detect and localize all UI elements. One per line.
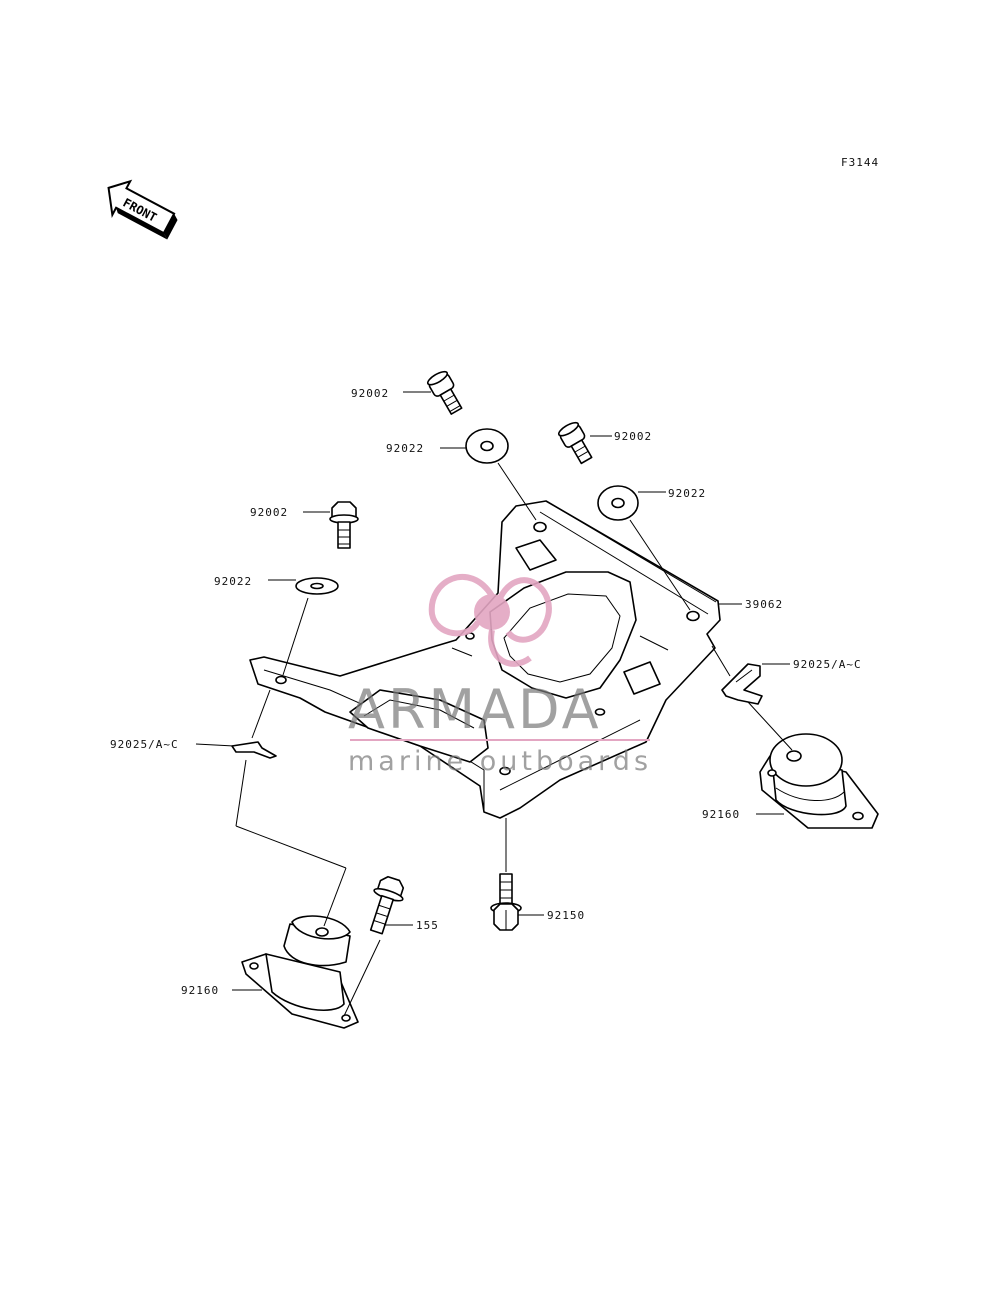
washer-92022-mid-left bbox=[295, 577, 339, 595]
label-mount-right: 92160 bbox=[702, 808, 740, 821]
leader-lines bbox=[195, 391, 793, 1017]
engine-mount-92160-left bbox=[241, 915, 359, 1029]
label-bolt-bottom: 92150 bbox=[547, 909, 585, 922]
bolt-155 bbox=[369, 875, 405, 935]
label-washer-mid-left: 92022 bbox=[214, 575, 252, 588]
bolt-92150 bbox=[490, 873, 522, 931]
watermark-tagline: marine outboards bbox=[348, 746, 652, 777]
bolt-92002-mid-left bbox=[329, 501, 359, 549]
washer-92022-top-right bbox=[597, 485, 639, 521]
front-arrow-icon: FRONT bbox=[107, 179, 178, 240]
clip-92025-right bbox=[721, 663, 763, 705]
bolt-92002-top-right bbox=[557, 421, 593, 465]
washer-92022-top-left bbox=[465, 428, 509, 464]
label-bolt-mid-left: 92002 bbox=[250, 506, 288, 519]
bolt-92002-top-left bbox=[426, 370, 463, 415]
label-mount-left: 92160 bbox=[181, 984, 219, 997]
label-washer-top-right: 92022 bbox=[668, 487, 706, 500]
clip-92025-left bbox=[231, 741, 277, 759]
label-bolt-top-left: 92002 bbox=[351, 387, 389, 400]
label-bolt-small: 155 bbox=[416, 919, 439, 932]
engine-bracket bbox=[249, 500, 721, 819]
engine-mount-92160-right bbox=[759, 733, 879, 829]
watermark-logo bbox=[428, 574, 552, 667]
label-clip-left: 92025/A~C bbox=[110, 738, 179, 751]
figure-code: F3144 bbox=[841, 156, 879, 169]
label-bolt-top-right: 92002 bbox=[614, 430, 652, 443]
label-bracket: 39062 bbox=[745, 598, 783, 611]
label-washer-top-left: 92022 bbox=[386, 442, 424, 455]
watermark-brand: ARMADA bbox=[348, 678, 602, 741]
label-clip-right: 92025/A~C bbox=[793, 658, 862, 671]
